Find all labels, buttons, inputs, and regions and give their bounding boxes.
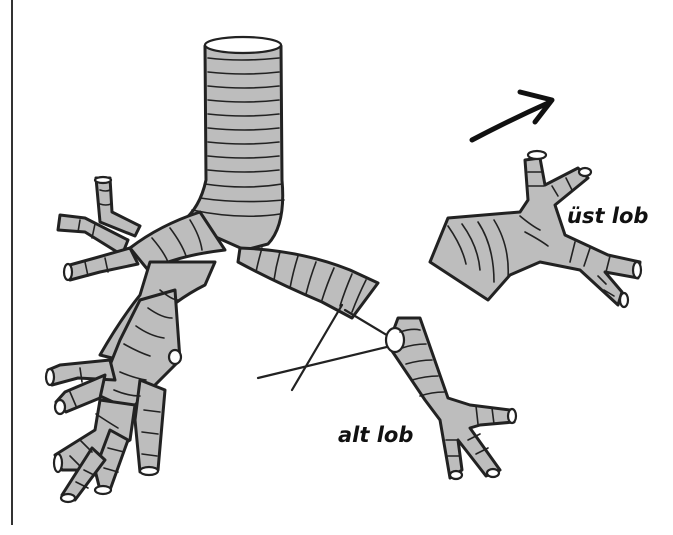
main-bronchial-tree (46, 37, 378, 502)
upper-lobe-label: üst lob (567, 204, 648, 228)
upper-lobe-segment (430, 151, 641, 307)
cut-lines (258, 305, 395, 390)
arrow-icon (472, 92, 552, 140)
lower-lobe-segment (386, 318, 516, 479)
lower-lobe-label: alt lob (338, 423, 413, 447)
